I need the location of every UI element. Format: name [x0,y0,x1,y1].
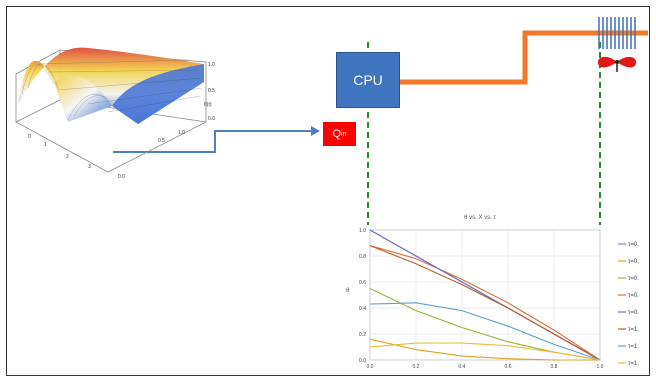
x-tick: 3 [88,164,91,170]
y-tick-label: 0.4 [359,306,366,312]
series-line [369,288,601,361]
legend-label: τ=1. [628,361,639,367]
legend-label: τ=1. [628,327,639,333]
series-line [369,245,601,361]
series-line [369,245,601,361]
legend-label: τ=1. [628,344,639,350]
x-tick-label: 0.6 [505,364,512,370]
z-tick: 1.0 [208,62,215,68]
x-tick: 1 [44,142,47,148]
heat-pipe [400,30,648,85]
x-tick-label: 0.8 [551,364,558,370]
surface-plot: 1.0 0.5 0.0 θ(t) 0 1 2 3 0.5 1.0 0.0 [15,47,215,180]
y-tick: 0.0 [118,174,125,180]
y-tick-label: 0.6 [359,280,366,286]
series-line [369,342,601,361]
heatsink-icon [598,17,636,49]
y-tick-label: 1.0 [359,228,366,234]
legend-label: τ=0. [628,310,639,316]
x-tick-label: 1.0 [597,364,604,370]
surface-ticks: 1.0 0.5 0.0 θ(t) 0 1 2 3 0.5 1.0 0.0 [28,62,215,180]
surface-mesh [18,47,204,124]
legend-label: τ=0. [628,259,639,265]
x-tick-label: 0.0 [367,364,374,370]
qin-label: Q [332,128,342,140]
y-axis-label: θ [346,288,350,294]
legend-label: τ=0. [628,242,639,248]
y-tick: 0.5 [158,138,165,144]
legend-label: τ=0. [628,276,639,282]
y-tick-label: 0.2 [359,332,366,338]
flow-arrow [113,130,314,153]
fan-icon [597,56,637,72]
cpu-block: CPU [336,52,400,108]
chart-title: θ vs. X vs. τ [464,215,496,221]
y-tick: 1.0 [178,130,185,136]
z-axis-label: θ(t) [204,102,212,108]
diagram-border [6,6,650,376]
qin-subscript: in [341,130,347,138]
z-tick: 0.5 [208,88,215,94]
x-tick-label: 0.4 [459,364,466,370]
x-tick: 0 [28,134,31,140]
x-tick: 2 [66,154,69,160]
y-tick-label: 0.8 [359,254,366,260]
legend-label: τ=0. [628,293,639,299]
cpu-label: CPU [353,72,383,88]
series-line [369,338,600,361]
y-tick-label: 0.0 [359,358,366,364]
flow-arrow-head [311,126,320,136]
theta-chart: θ vs. X vs. τ θ 0.0 0.2 0.4 0.6 0.8 1.0 0.0 0.2… [346,215,639,370]
series-line [369,302,601,361]
x-tick-label: 0.2 [413,364,420,370]
z-tick: 0.0 [208,116,215,122]
